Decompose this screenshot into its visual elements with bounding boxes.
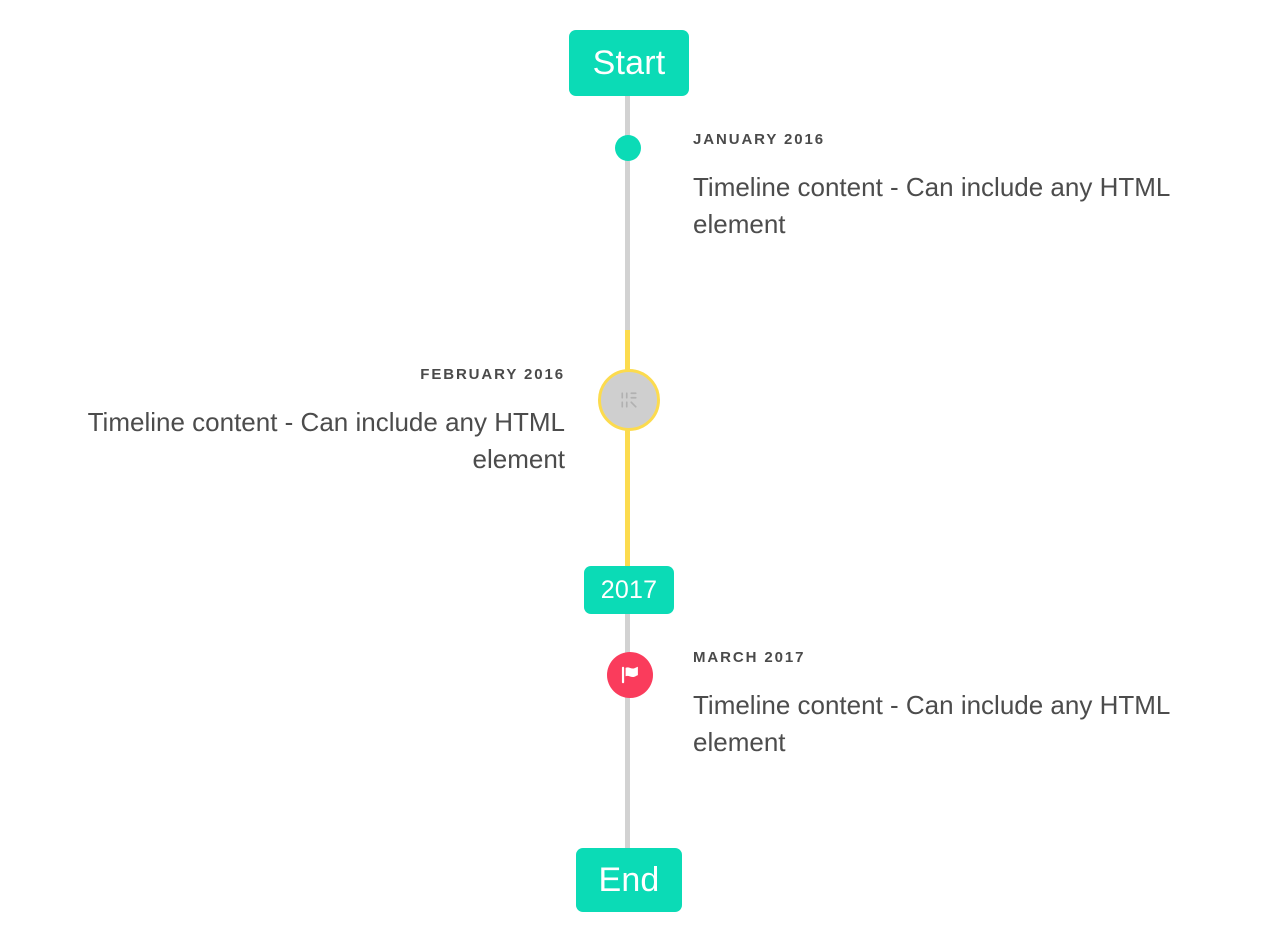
broken-image-glyph [621, 392, 637, 408]
timeline-line-segment-highlight [625, 330, 630, 568]
timeline-entry-march: March 2017 Timeline content - Can includ… [693, 649, 1233, 761]
flag-glyph [621, 666, 638, 684]
dot-icon[interactable] [615, 135, 641, 161]
broken-image-icon[interactable] [598, 369, 660, 431]
timeline-entry-february: February 2016 Timeline content - Can inc… [20, 366, 565, 478]
timeline-start-badge[interactable]: Start [569, 30, 689, 96]
timeline-entry-body: Timeline content - Can include any HTML … [693, 172, 1170, 239]
timeline-line-segment-gray-bottom [625, 614, 630, 858]
timeline-entry-body: Timeline content - Can include any HTML … [87, 407, 565, 474]
timeline-entry-body: Timeline content - Can include any HTML … [693, 690, 1170, 757]
timeline-year-divider[interactable]: 2017 [584, 566, 674, 614]
timeline-entry-january: January 2016 Timeline content - Can incl… [693, 131, 1233, 243]
flag-icon[interactable] [607, 652, 653, 698]
timeline-entry-date: January 2016 [693, 131, 826, 148]
timeline-end-badge[interactable]: End [576, 848, 682, 912]
timeline-entry-date: February 2016 [420, 366, 565, 383]
timeline-line-segment-gray-top [625, 96, 630, 334]
timeline-entry-date: March 2017 [693, 649, 806, 666]
